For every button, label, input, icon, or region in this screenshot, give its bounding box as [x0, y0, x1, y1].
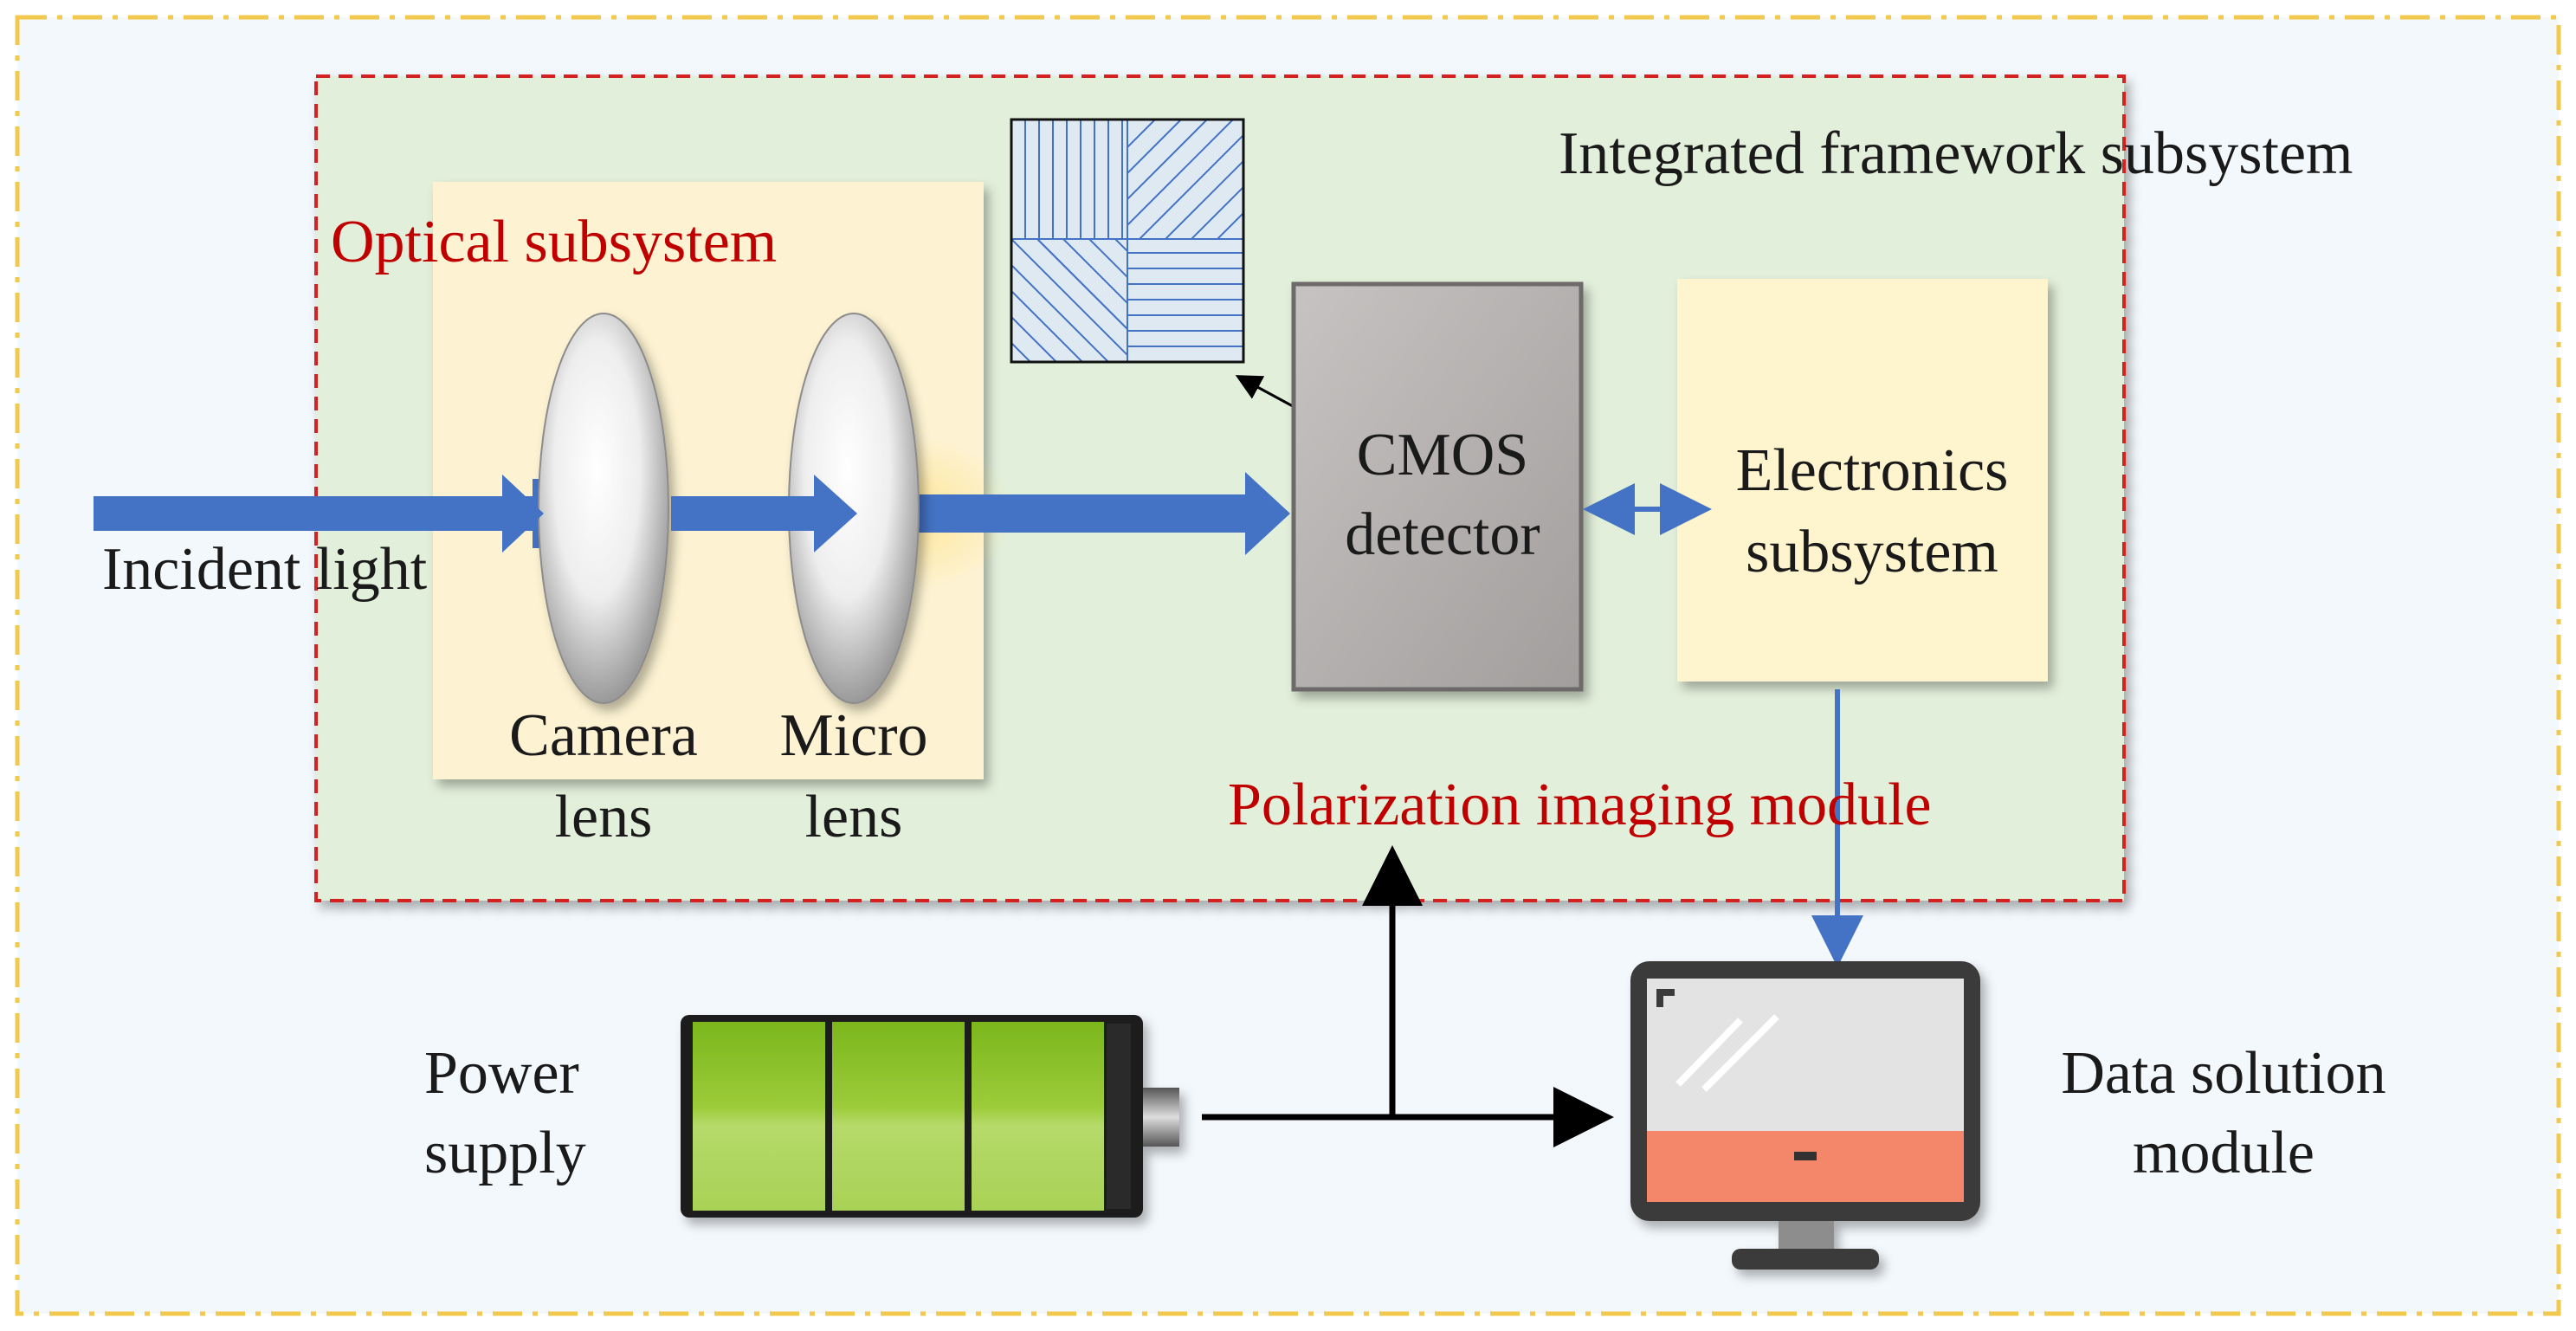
micro-lens-label-line1: Micro: [779, 702, 927, 769]
electronics-label-line2: subsystem: [1746, 519, 1998, 585]
integrated-framework-label: Integrated framework subsystem: [1559, 120, 2353, 187]
camera-lens-icon: [538, 313, 669, 704]
incident-light-label: Incident light: [102, 536, 428, 603]
camera-lens-label-line1: Camera: [509, 702, 698, 769]
cmos-label-line2: detector: [1345, 501, 1540, 568]
electronics-subsystem-box: [1677, 279, 2048, 682]
camera-lens-label-line2: lens: [555, 784, 653, 850]
power-supply-label-line2: supply: [424, 1120, 586, 1186]
polarizer-array-icon: [1010, 118, 1245, 364]
electronics-label-line1: Electronics: [1736, 437, 2009, 504]
cmos-label-line1: CMOS: [1357, 422, 1528, 488]
polarization-module-label: Polarization imaging module: [1228, 772, 1932, 838]
monitor-icon: [1630, 961, 1980, 1270]
data-solution-label-line2: module: [2133, 1120, 2315, 1186]
power-supply-label-line1: Power: [424, 1040, 579, 1107]
optical-subsystem-label: Optical subsystem: [331, 209, 777, 275]
micro-lens-label-line2: lens: [805, 784, 903, 850]
data-solution-label-line1: Data solution: [2061, 1040, 2386, 1107]
cmos-detector-box: [1291, 281, 1584, 692]
battery-icon: [681, 1015, 1179, 1218]
